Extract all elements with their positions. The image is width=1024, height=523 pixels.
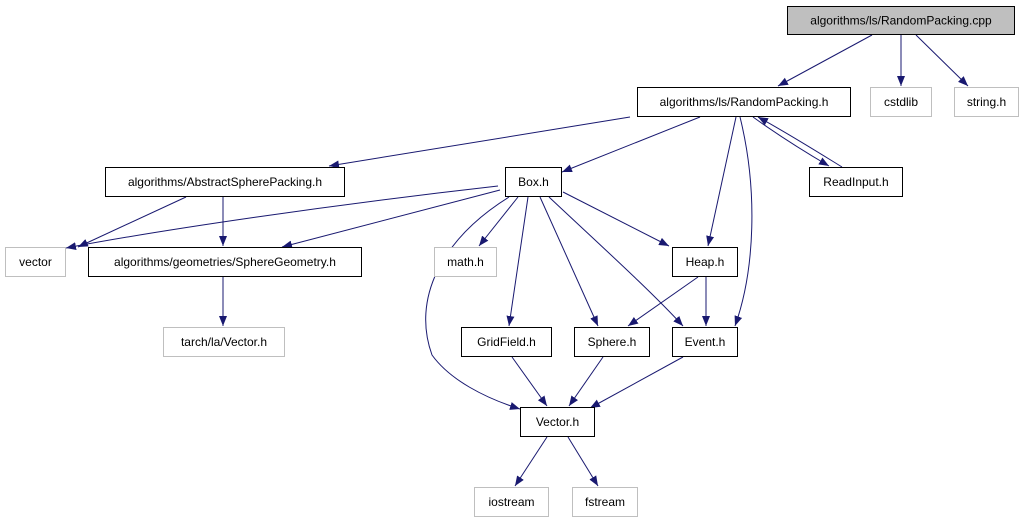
edge-gridfield-to-vectorh [511,356,548,407]
node-box-asp [105,167,345,197]
edge-box-to-vector [65,185,499,251]
node-box-cstdlib [870,87,932,117]
node-label-readinput: ReadInput.h [823,175,888,189]
edge-rph-to-asp [328,116,631,169]
node-label-box: Box.h [518,175,549,189]
edge-heap-to-sphere [627,276,699,327]
edges-layer [65,34,969,487]
edge-vectorh-to-fstream [567,436,599,487]
node-box-math [434,247,497,277]
node-rph[interactable]: algorithms/ls/RandomPacking.h [637,87,851,117]
node-box-vectorh [520,407,595,437]
node-label-sg: algorithms/geometries/SphereGeometry.h [114,255,336,269]
edge-asp-to-vector [77,196,187,248]
edge-box-to-sg [281,189,501,249]
node-label-rph: algorithms/ls/RandomPacking.h [660,95,829,109]
edge-rph-to-heap [706,116,737,247]
node-label-stringh: string.h [967,95,1006,109]
node-gridfield[interactable]: GridField.h [461,327,552,357]
node-box[interactable]: Box.h [505,167,562,197]
edge-event-to-vectorh [589,356,684,409]
node-tarch: tarch/la/Vector.h [163,327,285,357]
node-root: algorithms/ls/RandomPacking.cpp [787,6,1015,35]
node-sphere[interactable]: Sphere.h [574,327,650,357]
edge-readinput-to-rph [757,116,843,168]
node-box-root [787,6,1015,35]
edge-vectorh-to-iostream [514,436,548,487]
nodes-layer: algorithms/ls/RandomPacking.cpp algorithm… [5,6,1019,517]
node-box-fstream [572,487,638,517]
node-label-root: algorithms/ls/RandomPacking.cpp [810,14,992,28]
node-box-sg [88,247,362,277]
node-sg[interactable]: algorithms/geometries/SphereGeometry.h [88,247,362,277]
node-cstdlib: cstdlib [870,87,932,117]
node-label-vector: vector [19,255,52,269]
edge-root-to-stringh [915,34,969,87]
node-box-event [672,327,738,357]
node-box-iostream [474,487,549,517]
node-label-heap: Heap.h [686,255,725,269]
node-vector: vector [5,247,66,277]
node-label-cstdlib: cstdlib [884,95,918,109]
node-vectorh[interactable]: Vector.h [520,407,595,437]
node-label-tarch: tarch/la/Vector.h [181,335,267,349]
node-label-sphere: Sphere.h [588,335,637,349]
edge-root-to-rph [777,34,873,87]
node-label-math: math.h [447,255,484,269]
node-box-gridfield [461,327,552,357]
node-box-tarch [163,327,285,357]
node-event[interactable]: Event.h [672,327,738,357]
node-box-heap [672,247,738,277]
node-box-rph [637,87,851,117]
node-label-event: Event.h [685,335,726,349]
node-label-asp: algorithms/AbstractSpherePacking.h [128,175,322,189]
node-label-gridfield: GridField.h [477,335,536,349]
node-label-iostream: iostream [488,495,534,509]
edge-box-to-heap [562,191,670,247]
edge-box-to-sphere [539,196,599,327]
node-box-stringh [954,87,1019,117]
node-box-vector [5,247,66,277]
node-box-readinput [809,167,903,197]
node-box-box [505,167,562,197]
edge-sphere-to-vectorh [568,356,604,407]
node-readinput[interactable]: ReadInput.h [809,167,903,197]
node-box-sphere [574,327,650,357]
node-asp[interactable]: algorithms/AbstractSpherePacking.h [105,167,345,197]
edge-box-to-math [478,196,519,247]
node-label-fstream: fstream [585,495,625,509]
node-heap[interactable]: Heap.h [672,247,738,277]
edge-rph-to-readinput [752,116,830,167]
edge-rph-to-event [734,116,753,327]
edge-box-to-vectorh [425,196,521,410]
node-iostream: iostream [474,487,549,517]
node-math: math.h [434,247,497,277]
node-stringh: string.h [954,87,1019,117]
node-fstream: fstream [572,487,638,517]
node-label-vectorh: Vector.h [536,415,579,429]
edge-box-to-event [548,196,684,327]
edge-box-to-gridfield [506,196,529,327]
edge-rph-to-box [561,116,701,173]
